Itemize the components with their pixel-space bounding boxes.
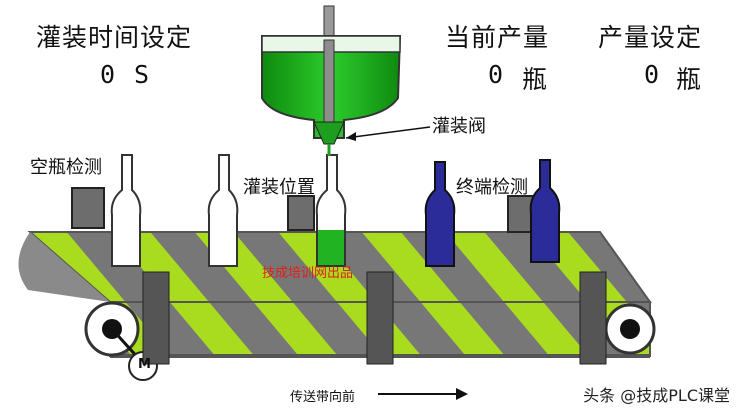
direction-arrow xyxy=(378,388,468,400)
empty-bottle-sensor xyxy=(71,187,105,229)
valve-pointer xyxy=(345,126,431,139)
filling-bottle xyxy=(315,154,347,267)
empty-bottle-2 xyxy=(207,154,239,267)
left-roller xyxy=(84,301,142,362)
empty-check-label: 空瓶检测 xyxy=(30,157,102,178)
valve-label: 灌装阀 xyxy=(432,116,486,137)
fill-time-value: 0 xyxy=(100,60,116,89)
belt-watermark: 技成培训网出品 xyxy=(262,266,354,281)
right-roller xyxy=(604,303,656,355)
filled-bottle-2 xyxy=(529,159,561,263)
fill-time-unit: S xyxy=(134,60,150,89)
end-sensor xyxy=(507,195,535,233)
fill-position-label: 灌装位置 xyxy=(243,177,315,198)
fill-position-sensor xyxy=(287,195,315,231)
production-label: 当前产量 xyxy=(445,23,550,52)
production-value: 0 xyxy=(488,60,504,89)
quantity-value: 0 xyxy=(644,60,660,89)
support-post-right xyxy=(579,271,607,365)
belt-left-end xyxy=(18,232,111,302)
end-check-label: 终端检测 xyxy=(456,177,528,198)
watermark-text: 头条 @技成PLC课堂 xyxy=(583,386,730,405)
quantity-unit: 瓶 xyxy=(676,65,703,94)
empty-bottle-1 xyxy=(110,154,142,267)
filled-bottle-1 xyxy=(424,161,456,267)
support-post-left xyxy=(142,271,170,365)
filling-tank xyxy=(261,5,402,156)
direction-label: 传送带向前 xyxy=(290,390,356,405)
fill-time-label: 灌装时间设定 xyxy=(36,23,193,52)
production-unit: 瓶 xyxy=(522,65,549,94)
quantity-label: 产量设定 xyxy=(598,23,703,52)
motor-label: M xyxy=(138,357,151,372)
support-post-middle xyxy=(366,271,394,365)
